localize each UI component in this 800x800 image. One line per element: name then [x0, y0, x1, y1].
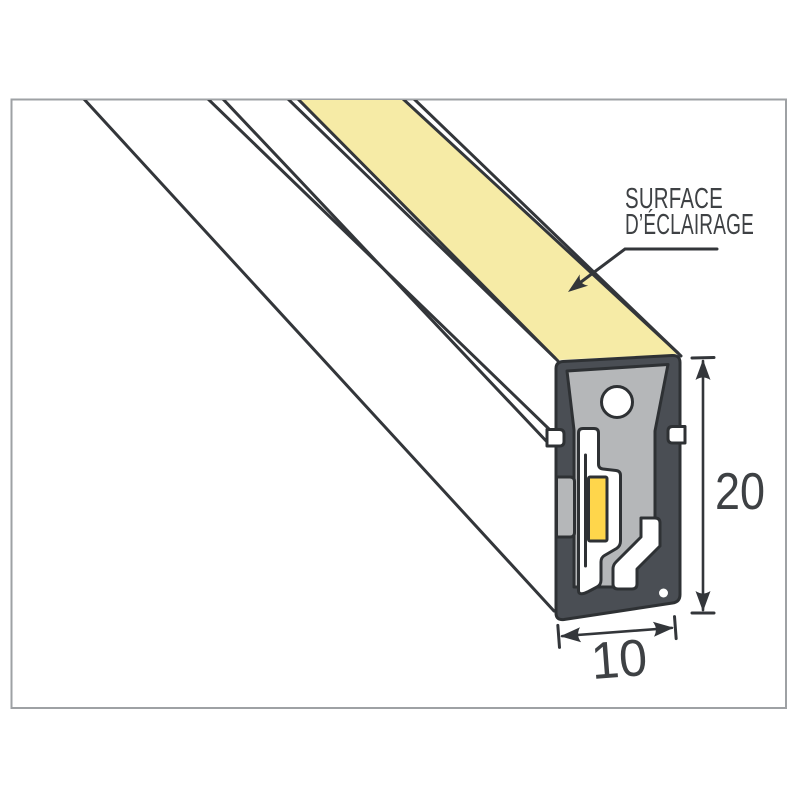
- width-arrow-right-icon: [652, 621, 674, 637]
- height-top-tick: [690, 356, 716, 360]
- width-dimension-label: 10: [589, 629, 649, 691]
- height-arrow-down-icon: [695, 591, 711, 612]
- bottom-left-edge-line: [82, 100, 556, 613]
- small-hole: [659, 588, 668, 598]
- width-dimension: 10: [556, 615, 678, 691]
- annotation-line2: D’ÉCLAIRAGE: [625, 208, 754, 241]
- height-dimension-label: 20: [715, 463, 765, 521]
- top-right-edge-line-outer: [412, 100, 683, 358]
- clip-cutout: [611, 516, 662, 591]
- lighting-surface: [298, 100, 679, 360]
- side-notch-right: [666, 425, 687, 445]
- extrusion-edge-lines: [82, 100, 683, 613]
- height-dimension: 20: [690, 356, 765, 615]
- annotation-line1: SURFACE: [625, 183, 723, 215]
- surface-annotation: SURFACE D’ÉCLAIRAGE: [568, 183, 754, 292]
- leader-arrowhead-icon: [568, 274, 589, 292]
- lens-left-edge-line-inner: [296, 100, 560, 363]
- led-strip: [587, 475, 609, 543]
- frame-border: [10, 98, 787, 709]
- side-top-edge-line-inner: [221, 100, 551, 446]
- cross-section: [545, 353, 687, 622]
- mounting-hole: [600, 385, 634, 419]
- side-notch-left: [545, 428, 566, 448]
- width-right-tick: [673, 615, 678, 641]
- width-arrow-left-icon: [560, 627, 582, 643]
- leader-line: [571, 247, 719, 290]
- width-dimension-line: [560, 626, 674, 638]
- left-wall-groove: [555, 475, 576, 539]
- width-left-tick: [556, 623, 561, 649]
- height-arrow-up-icon: [695, 359, 711, 380]
